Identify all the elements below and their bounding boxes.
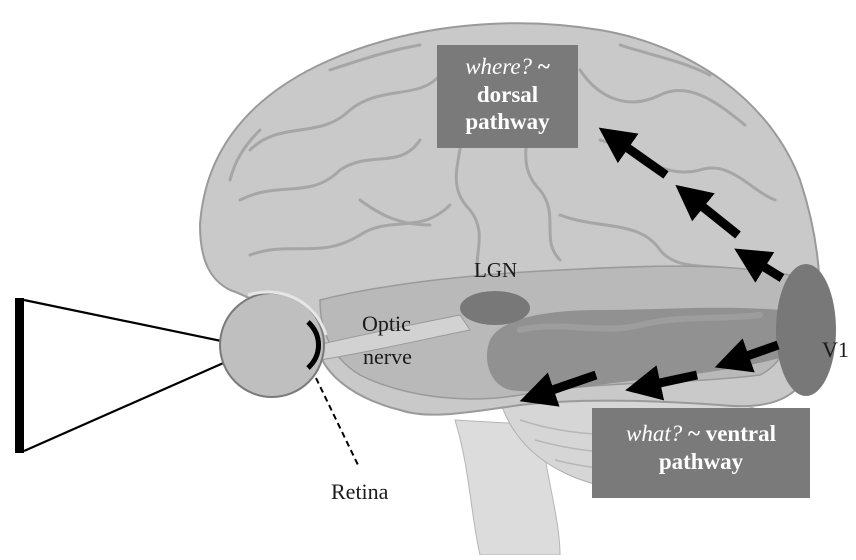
ventral-box-line1: what? ~ ventral [592, 420, 810, 448]
ventral-box-line2: pathway [592, 448, 810, 476]
v1-region [776, 264, 836, 396]
dorsal-tilde: ~ [538, 54, 550, 79]
optic-nerve-label-line2: nerve [363, 344, 412, 370]
v1-label: V1 [822, 337, 849, 363]
dorsal-box-line1: where? ~ [437, 53, 578, 81]
dorsal-question: where? [465, 54, 532, 79]
retina-label: Retina [331, 479, 388, 505]
dorsal-box-line3: pathway [437, 108, 578, 136]
visual-field-bar [15, 298, 24, 453]
ventral-pathway-box: what? ~ ventral pathway [592, 408, 810, 498]
ventral-tilde: ~ ventral [688, 421, 776, 446]
lgn-nucleus [460, 291, 530, 325]
dorsal-pathway-box: where? ~ dorsal pathway [437, 45, 578, 148]
lgn-label: LGN [474, 258, 517, 283]
ventral-question: what? [626, 421, 682, 446]
dorsal-box-line2: dorsal [437, 81, 578, 109]
optic-nerve-label-line1: Optic [362, 311, 411, 337]
